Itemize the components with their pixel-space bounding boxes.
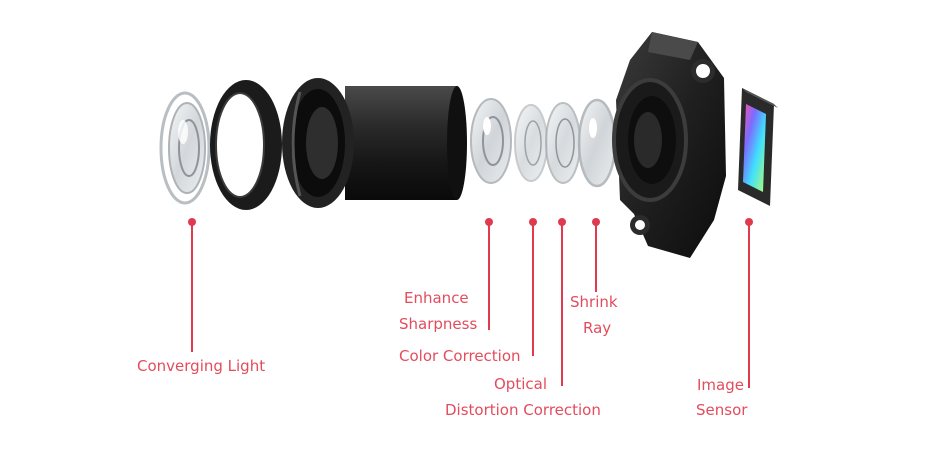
label-sensor: Sensor	[696, 401, 748, 419]
shrink-ray-lens-icon	[577, 98, 617, 188]
distortion-lens-icon	[545, 102, 581, 184]
enhance-lens-icon	[470, 98, 512, 184]
callout-dot-shrink	[592, 218, 600, 226]
image-sensor-icon	[738, 88, 778, 206]
callout-dot-color	[529, 218, 537, 226]
converging-lens-icon	[159, 91, 211, 205]
lens-holder-icon	[612, 32, 726, 258]
callout-dot-sensor	[745, 218, 753, 226]
label-color-correction: Color Correction	[399, 347, 521, 365]
label-shrink: Shrink	[570, 293, 618, 311]
lens-barrel-icon	[282, 78, 467, 208]
label-optical: Optical	[494, 375, 547, 393]
label-image: Image	[697, 376, 744, 394]
color-correction-lens-icon	[514, 104, 548, 182]
callout-lines	[188, 218, 753, 388]
label-converging-light: Converging Light	[137, 357, 266, 375]
label-sharpness: Sharpness	[399, 315, 478, 333]
label-ray: Ray	[583, 319, 612, 337]
callout-dot-enhance	[485, 218, 493, 226]
callout-dot-converging	[188, 218, 196, 226]
label-distortion-correction: Distortion Correction	[445, 401, 601, 419]
callout-dot-optical	[558, 218, 566, 226]
ring-spacer-icon	[210, 80, 282, 210]
label-enhance: Enhance	[404, 289, 469, 307]
